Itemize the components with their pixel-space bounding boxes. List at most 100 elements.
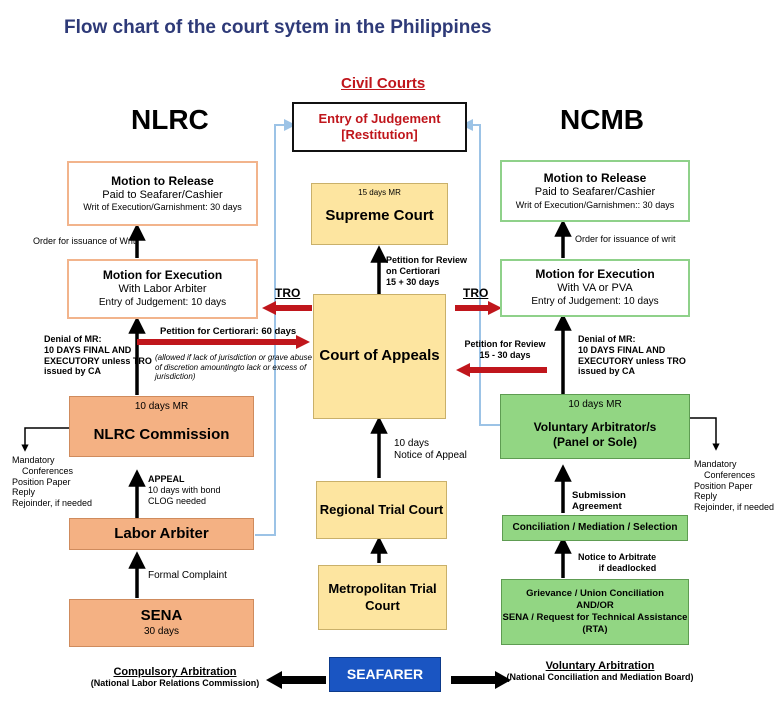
- ncmb-motion-release-title: Motion to Release: [543, 171, 647, 185]
- nlrc-commission-mr: 10 days MR: [134, 401, 189, 412]
- nlrc-sena-box: SENA 30 days: [69, 599, 254, 647]
- ncmb-denial-line: 10 DAYS FINAL AND: [578, 344, 666, 355]
- nlrc-denial-mr-label: Denial of MR: 10 DAYS FINAL AND EXECUTOR…: [44, 334, 152, 377]
- nlrc-sena-days: 30 days: [143, 626, 180, 638]
- supreme-court-box: 15 days MR Supreme Court: [311, 183, 448, 245]
- petition-review-sc-line: on Certiorari: [386, 265, 441, 276]
- ncmb-order-writ-label: Order for issuance of writ: [575, 234, 676, 244]
- entry-judgement-line1: Entry of Judgement: [318, 110, 441, 126]
- entry-judgement-line2: [Restitution]: [341, 127, 418, 142]
- ncmb-to-entry-connector: [461, 119, 500, 426]
- metropolitan-trial-court-line1: Metropolitan Trial: [328, 581, 437, 597]
- civil-courts-header: Civil Courts: [341, 75, 426, 92]
- entry-judgement-box: Entry of Judgement [Restitution]: [292, 102, 467, 152]
- nlrc-mandatory-line: Position Paper: [12, 476, 71, 487]
- nlrc-motion-execution-title: Motion for Execution: [102, 268, 223, 283]
- ncmb-mandatory-line: Mandatory: [694, 459, 737, 469]
- compulsory-arbitration-title: Compulsory Arbitration: [113, 666, 237, 678]
- nlrc-appeal-line: CLOG needed: [148, 495, 207, 506]
- regional-trial-court-title: Regional Trial Court: [319, 501, 444, 517]
- ncmb-denial-mr-label: Denial of MR: 10 DAYS FINAL AND EXECUTOR…: [578, 334, 686, 377]
- page-title: Flow chart of the court sytem in the Phi…: [64, 17, 492, 38]
- nlrc-denial-line: 10 DAYS FINAL AND: [44, 344, 132, 355]
- court-appeals-box: Court of Appeals: [313, 294, 446, 419]
- ncmb-denial-line: EXECUTORY unless TRO: [578, 355, 686, 366]
- seafarer-right-arrow: [451, 671, 511, 689]
- supreme-court-mr: 15 days MR: [358, 188, 401, 197]
- notice-arbitrate-line: if deadlocked: [598, 562, 657, 573]
- petition-review-ca-line: 15 - 30 days: [479, 349, 531, 360]
- nlrc-mandatory-label: Mandatory Conferences Position Paper Rep…: [12, 455, 92, 509]
- ncmb-header: NCMB: [560, 104, 644, 135]
- conciliation-box: Conciliation / Mediation / Selection: [502, 515, 688, 541]
- labor-arbiter-title: Labor Arbiter: [114, 524, 209, 542]
- nlrc-denial-line: EXECUTORY unless TRO: [44, 355, 152, 366]
- nlrc-motion-execution-box: Motion for Execution With Labor Arbiter …: [67, 259, 258, 319]
- notice-appeal-label: 10 days Notice of Appeal: [394, 438, 467, 462]
- grievance-box: Grievance / Union Conciliation AND/OR SE…: [501, 579, 689, 645]
- ncmb-denial-line: Denial of MR:: [578, 334, 636, 344]
- voluntary-arbitrator-box: 10 days MR Voluntary Arbitrator/s (Panel…: [500, 394, 690, 459]
- petition-review-ca-arrow: [456, 363, 547, 377]
- tro-right-arrow: [455, 301, 502, 315]
- notice-appeal-line: 10 days: [394, 438, 430, 449]
- ncmb-motion-release-box: Motion to Release Paid to Seafarer/Cashi…: [500, 160, 690, 222]
- nlrc-motion-release-line2: Writ of Execution/Garnishment: 30 days: [83, 202, 242, 213]
- ncmb-mandatory-line: Rejoinder, if needed: [694, 502, 775, 513]
- nlrc-mandatory-line: Conferences: [22, 465, 74, 476]
- va-line1: Voluntary Arbitrator/s: [533, 419, 657, 434]
- va-line2: (Panel or Sole): [552, 434, 638, 449]
- certiorari-note-line: (allowed if lack of jurisdiction or grav…: [155, 353, 312, 362]
- certiorari-note-line: of discretion amountingto lack or excess…: [155, 362, 307, 372]
- nlrc-motion-release-box: Motion to Release Paid to Seafarer/Cashi…: [67, 161, 258, 226]
- notice-appeal-line: Notice of Appeal: [394, 450, 467, 461]
- ncmb-mandatory-line: Conferences: [704, 469, 756, 480]
- ncmb-mandatory-line: Position Paper: [694, 480, 753, 491]
- ncmb-mandatory-line: Reply: [694, 491, 718, 502]
- ncmb-motion-execution-line2: Entry of Judgement: 10 days: [531, 296, 659, 308]
- nlrc-to-entry-connector: [255, 119, 296, 536]
- certiorari-arrow: [137, 335, 310, 349]
- compulsory-arbitration-sub: (National Labor Relations Commission): [90, 678, 260, 688]
- nlrc-motion-release-title: Motion to Release: [111, 173, 214, 188]
- petition-certiorari-label: Petition for Certiorari: 60 days: [160, 326, 297, 337]
- seafarer-title: SEAFARER: [346, 665, 424, 682]
- certiorari-note-line: jurisdiction): [155, 372, 196, 382]
- tro-right-label: TRO: [463, 286, 489, 300]
- submission-line: Submission: [572, 490, 626, 501]
- nlrc-commission-box: 10 days MR NLRC Commission: [69, 396, 254, 457]
- va-mr: 10 days MR: [568, 399, 622, 410]
- ncmb-mandatory-bracket: [690, 417, 720, 451]
- court-appeals-title: Court of Appeals: [319, 347, 440, 365]
- metropolitan-trial-court-line2: Court: [365, 597, 400, 613]
- ncmb-motion-execution-box: Motion for Execution With VA or PVA Entr…: [500, 259, 690, 317]
- ncmb-motion-execution-line1: With VA or PVA: [557, 282, 633, 295]
- ncmb-mandatory-label: Mandatory Conferences Position Paper Rep…: [694, 459, 774, 513]
- petition-review-sc-line: 15 + 30 days: [386, 276, 440, 287]
- regional-trial-court-box: Regional Trial Court: [316, 481, 447, 539]
- ncmb-motion-release-line1: Paid to Seafarer/Cashier: [534, 186, 656, 198]
- nlrc-mandatory-line: Mandatory: [12, 455, 55, 465]
- voluntary-arbitration-title: Voluntary Arbitration: [545, 660, 655, 672]
- nlrc-mandatory-line: Rejoinder, if needed: [12, 498, 93, 509]
- certiorari-note: (allowed if lack of jurisdiction or grav…: [155, 353, 312, 382]
- petition-review-sc-line: Petition for Review: [386, 255, 468, 265]
- nlrc-order-writ-label: Order for issuance of Writ: [33, 236, 136, 246]
- tro-left-arrow: [262, 301, 312, 315]
- labor-arbiter-box: Labor Arbiter: [69, 518, 254, 550]
- nlrc-sena-title: SENA: [140, 607, 183, 625]
- nlrc-commission-title: NLRC Commission: [93, 425, 230, 443]
- submission-agreement-label: Submission Agreement: [572, 490, 626, 513]
- ncmb-motion-execution-title: Motion for Execution: [535, 267, 655, 282]
- seafarer-box: SEAFARER: [329, 657, 441, 692]
- notice-arbitrate-label: Notice to Arbitrate if deadlocked: [578, 552, 656, 574]
- grievance-line: SENA / Request for Technical Assistance: [502, 612, 688, 623]
- tro-left-label: TRO: [275, 286, 301, 300]
- formal-complaint-label: Formal Complaint: [148, 570, 227, 581]
- nlrc-denial-line: issued by CA: [44, 366, 102, 377]
- nlrc-motion-execution-line2: Entry of Judgement: 10 days: [98, 297, 227, 309]
- petition-review-ca-label: Petition for Review 15 - 30 days: [464, 339, 546, 361]
- ncmb-denial-line: issued by CA: [578, 366, 636, 377]
- nlrc-header: NLRC: [131, 104, 209, 135]
